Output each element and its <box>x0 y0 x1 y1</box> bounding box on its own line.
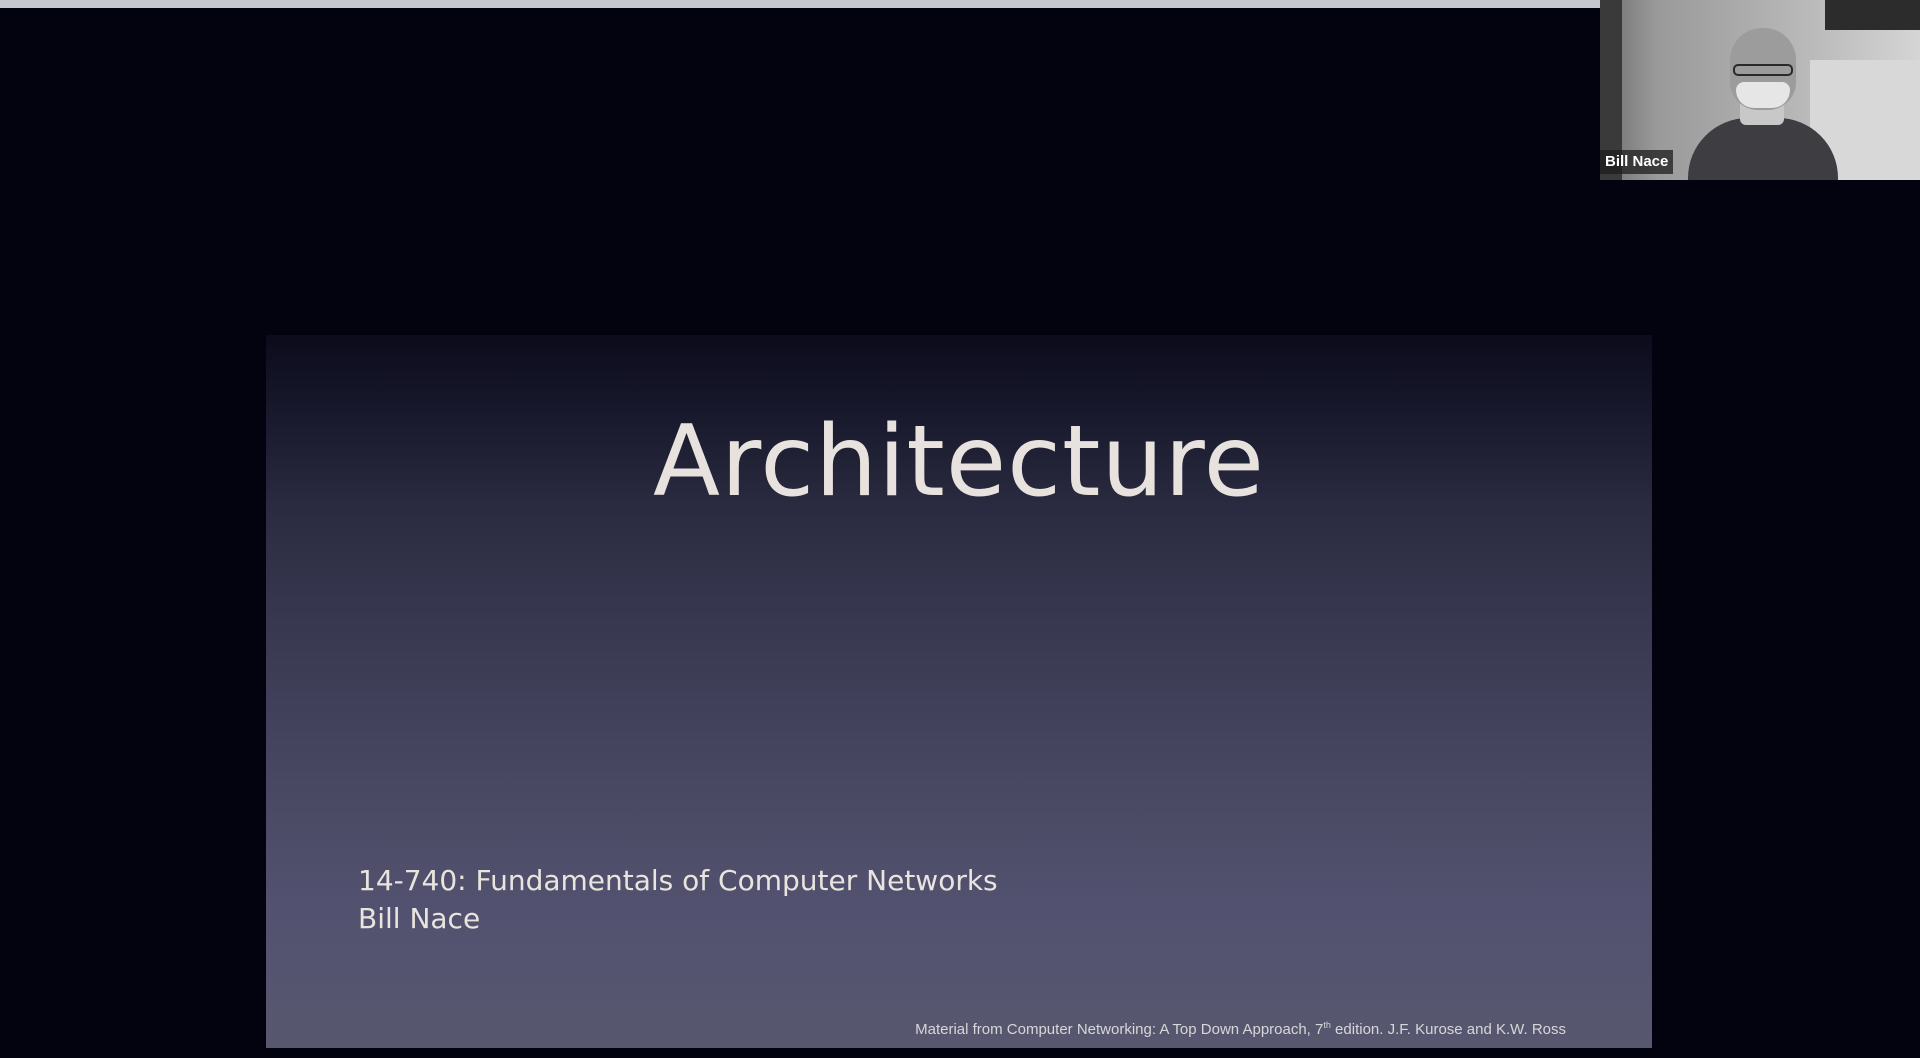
participant-video-tile[interactable]: Bill Nace <box>1600 0 1920 180</box>
presenter-name: Bill Nace <box>358 902 481 935</box>
participant-name-label: Bill Nace <box>1600 150 1674 174</box>
course-name: 14-740: Fundamentals of Computer Network… <box>358 864 998 897</box>
shared-slide: Architecture 14-740: Fundamentals of Com… <box>266 335 1652 1048</box>
top-border <box>0 0 1920 10</box>
slide-subtitle: 14-740: Fundamentals of Computer Network… <box>358 862 998 938</box>
slide-title: Architecture <box>653 405 1265 519</box>
participant-video-person <box>1688 118 1838 180</box>
slide-credit: Material from Computer Networking: A Top… <box>915 1020 1566 1038</box>
